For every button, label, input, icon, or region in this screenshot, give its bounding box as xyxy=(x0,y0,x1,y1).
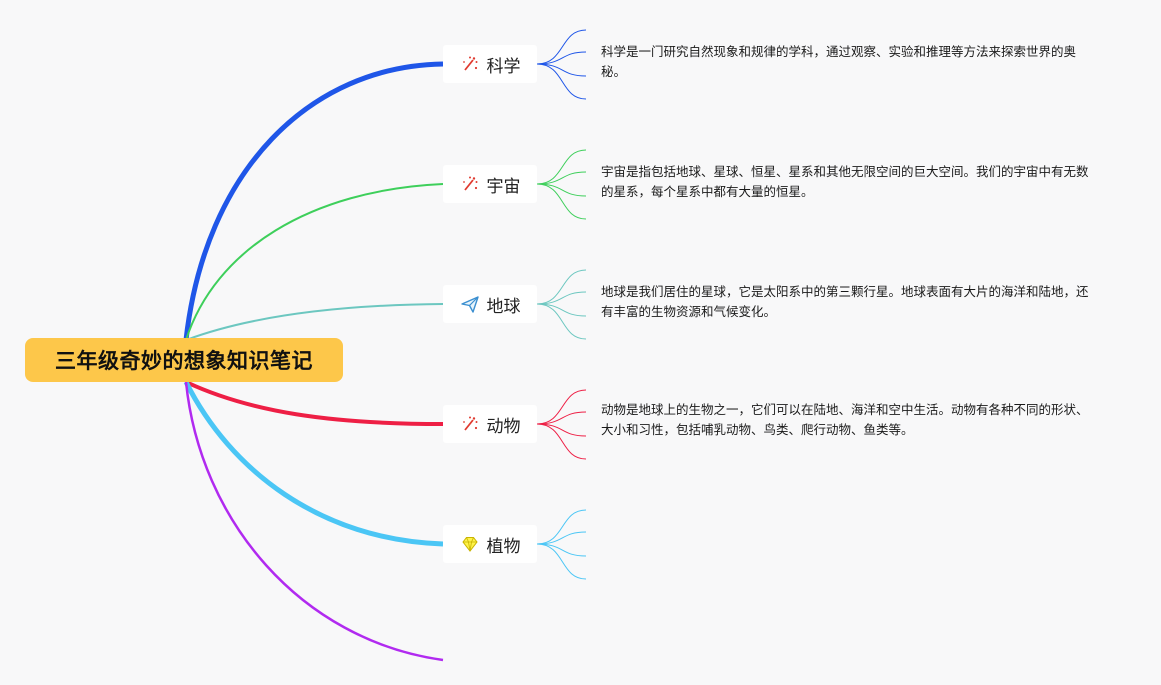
magic-wand-icon xyxy=(460,414,480,434)
fan-universe xyxy=(536,149,587,220)
topic-label: 科学 xyxy=(486,56,521,77)
topic-plants[interactable]: 植物 xyxy=(443,525,537,563)
note-earth: 地球是我们居住的星球，它是太阳系中的第三颗行星。地球表面有大片的海洋和陆地，还有… xyxy=(601,284,1089,319)
topic-label: 宇宙 xyxy=(486,176,521,197)
topic-earth[interactable]: 地球 xyxy=(443,285,537,323)
branch-earth xyxy=(185,303,444,341)
fan-science xyxy=(536,29,587,100)
paper-plane-icon xyxy=(460,294,480,314)
note-science: 科学是一门研究自然现象和规律的学科，通过观察、实验和推理等方法来探索世界的奥秘。 xyxy=(601,44,1077,79)
fan-animals xyxy=(536,389,587,460)
branch-science xyxy=(183,61,444,341)
note-animals: 动物是地球上的生物之一，它们可以在陆地、海洋和空中生活。动物有各种不同的形状、大… xyxy=(601,402,1089,437)
branch-universe xyxy=(185,183,444,341)
note-universe: 宇宙是指包括地球、星球、恒星、星系和其他无限空间的巨大空间。我们的宇宙中有无数的… xyxy=(601,164,1089,199)
branch-plants xyxy=(183,380,444,547)
topic-universe[interactable]: 宇宙 xyxy=(443,165,537,203)
topic-label: 植物 xyxy=(486,536,521,557)
root-title: 三年级奇妙的想象知识笔记 xyxy=(55,349,313,373)
branch-extra xyxy=(184,381,444,662)
fan-earth xyxy=(536,269,587,340)
topic-label: 动物 xyxy=(486,416,521,437)
magic-wand-icon xyxy=(460,174,480,194)
root-topic[interactable]: 三年级奇妙的想象知识笔记 xyxy=(25,338,343,382)
diamond-icon xyxy=(460,534,480,554)
topic-label: 地球 xyxy=(486,296,521,317)
branch-animals xyxy=(185,380,444,426)
magic-wand-icon xyxy=(460,54,480,74)
topic-science[interactable]: 科学 xyxy=(443,45,537,83)
topic-animals[interactable]: 动物 xyxy=(443,405,537,443)
fan-plants xyxy=(536,509,587,580)
